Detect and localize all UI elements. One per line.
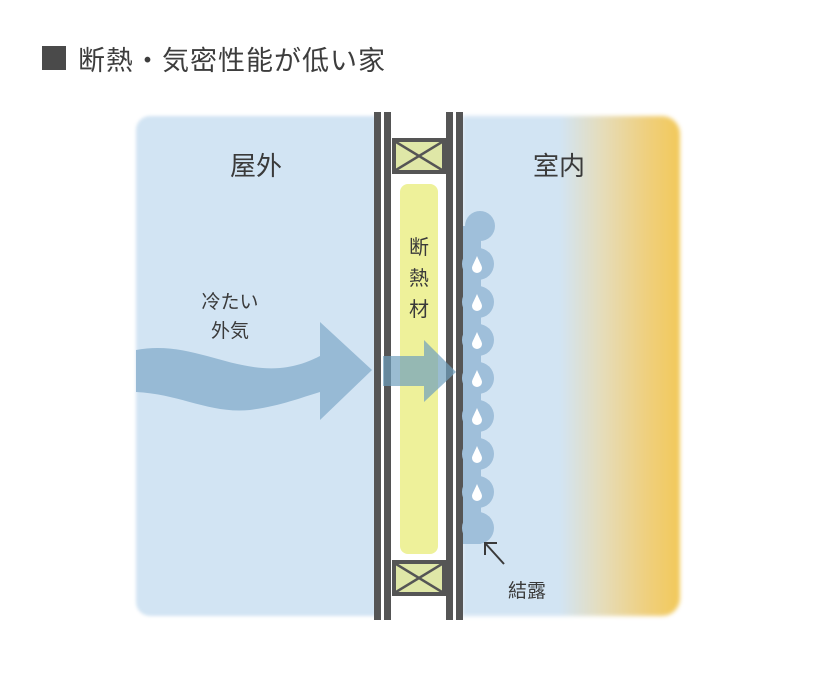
cross-brace-icon [396,564,442,592]
air-penetration-arrow-icon [383,340,456,402]
indoor-area [462,116,680,616]
inner-board-line [456,112,463,620]
square-bullet-icon [42,46,66,70]
insulation-label: 断 熱 材 [409,235,429,321]
indoor-label: 室内 [533,152,586,182]
cold-air-arrow-icon [136,322,372,420]
outside-label: 屋外 [230,152,283,182]
cold-air-label: 冷たい 外気 [201,291,259,342]
title-text: 断熱・気密性能が低い家 [78,45,386,77]
condensation-label: 結露 [508,580,547,602]
cross-brace-icon [396,142,442,170]
water-droplet-icon [472,256,482,501]
pointer-arrow-icon [484,542,505,565]
framing-block-top [392,138,446,174]
framing-block-bottom [392,560,446,596]
page-title: 断熱・気密性能が低い家 [42,40,386,77]
outer-sheathing-line [374,112,381,620]
